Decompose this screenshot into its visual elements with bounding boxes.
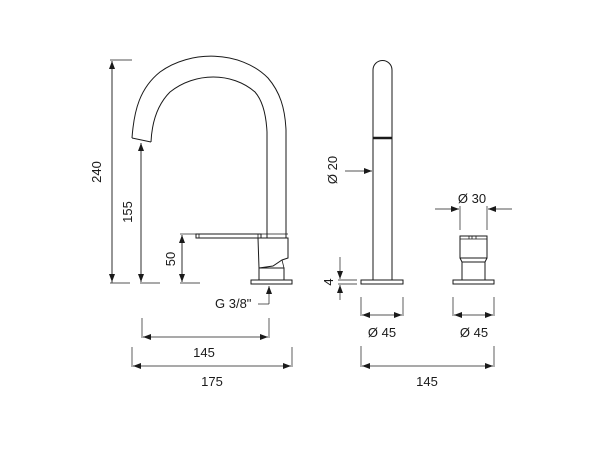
- spray-view: [360, 60, 404, 285]
- dimension-240: 240: [89, 59, 132, 284]
- reach-145-label: 145: [193, 345, 215, 360]
- dimension-d20: Ø 20: [325, 156, 372, 184]
- dimension-175: 175: [131, 347, 293, 389]
- height-155-label: 155: [120, 201, 135, 223]
- handle-view: [452, 235, 495, 285]
- dimension-handle-d45: Ø 45: [452, 297, 495, 340]
- spout-mixer-view: [131, 55, 293, 285]
- diameter-20-label: Ø 20: [325, 156, 340, 184]
- height-50-label: 50: [163, 252, 178, 266]
- thickness-4-label: 4: [321, 278, 336, 285]
- dimension-50: 50: [163, 233, 200, 284]
- dimension-4: 4: [321, 257, 357, 300]
- dimension-spacing-145: 145: [360, 346, 495, 389]
- spacing-145-label: 145: [416, 374, 438, 389]
- dimension-155: 155: [120, 143, 160, 284]
- length-175-label: 175: [201, 374, 223, 389]
- dimension-spray-d45: Ø 45: [360, 297, 404, 340]
- dimension-reach-145: 145: [141, 318, 270, 360]
- handle-diameter-30-label: Ø 30: [458, 191, 486, 206]
- dimension-d30: Ø 30: [435, 191, 512, 230]
- height-240-label: 240: [89, 161, 104, 183]
- connection-label: G 3/8": [215, 296, 252, 311]
- connection-callout: G 3/8": [215, 286, 272, 311]
- handle-base-45-label: Ø 45: [460, 325, 488, 340]
- spray-base-45-label: Ø 45: [368, 325, 396, 340]
